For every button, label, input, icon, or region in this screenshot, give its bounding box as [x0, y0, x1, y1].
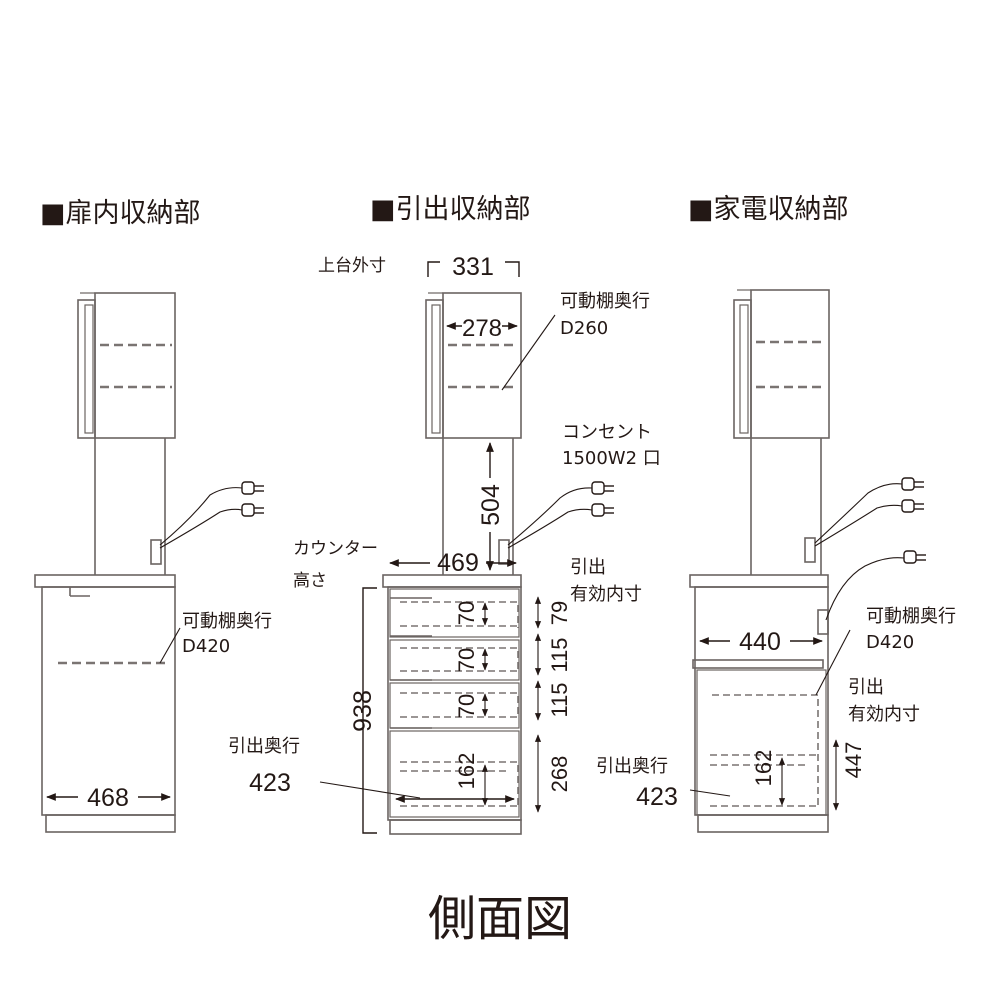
middle-shelf-depth: D260	[560, 318, 608, 339]
inner-value-4: 268	[547, 756, 572, 793]
leader-line	[501, 314, 556, 391]
total-height-value: 938	[349, 690, 377, 732]
drawer-height-1: 70	[454, 601, 479, 625]
title-door-storage: ■扉内収納部	[40, 198, 201, 229]
upper-gap-value: 504	[477, 484, 505, 526]
counter-label-2: 高さ	[293, 571, 327, 591]
inner-value-2: 115	[547, 637, 572, 672]
drawer-depth-label: 引出奥行	[228, 736, 300, 757]
right-cabinet	[689, 289, 830, 833]
middle-cabinet	[382, 292, 522, 835]
leader-line	[815, 629, 851, 696]
right-counter-depth: 440	[739, 628, 781, 656]
leader-line	[159, 627, 181, 664]
outlet-spec: 1500W2 口	[562, 448, 661, 469]
plug-icon	[507, 481, 614, 549]
title-drawer-storage: ■引出収納部	[370, 194, 531, 225]
left-cabinet	[34, 292, 176, 833]
counter-label-1: カウンター	[293, 539, 378, 559]
bracket-right	[505, 261, 520, 277]
counter-depth-value: 469	[437, 549, 479, 577]
drawer-height-2: 70	[454, 648, 479, 672]
right-drawer-height: 162	[751, 750, 776, 787]
plug-icon	[159, 481, 264, 549]
leader-line	[689, 789, 731, 797]
plug-icon	[825, 550, 926, 621]
caption-side-view: 側面図	[428, 891, 572, 947]
leader-line	[319, 781, 421, 799]
total-height-bracket	[362, 587, 377, 834]
right-drawer-depth-label: 引出奥行	[596, 756, 668, 777]
drawer-label-2: 有効内寸	[570, 584, 642, 605]
right-drawer-label-2: 有効内寸	[848, 704, 920, 725]
inner-value-1: 79	[547, 601, 572, 625]
right-shelf-depth: D420	[866, 632, 914, 653]
drawer-depth-value: 423	[249, 769, 291, 797]
top-outer-value: 331	[452, 253, 494, 281]
left-shelf-depth: D420	[182, 636, 230, 657]
right-drawer-label-1: 引出	[848, 677, 884, 698]
middle-shelf-label: 可動棚奥行	[560, 291, 650, 312]
bracket-left	[427, 261, 440, 277]
left-base-depth: 468	[87, 784, 129, 812]
shelf-inner-value: 278	[462, 315, 502, 342]
drawer-label-1: 引出	[570, 557, 606, 578]
drawer-height-4: 162	[454, 753, 479, 790]
plug-icon	[814, 477, 924, 547]
drawer-height-3: 70	[454, 694, 479, 718]
title-appliance-storage: ■家電収納部	[688, 194, 849, 225]
top-outer-label: 上台外寸	[318, 256, 386, 276]
right-drawer-depth-value: 423	[636, 783, 678, 811]
right-shelf-label: 可動棚奥行	[866, 606, 956, 627]
inner-value-3: 115	[547, 682, 572, 717]
outlet-label: コンセント	[562, 422, 652, 443]
right-inner-value: 447	[841, 742, 866, 779]
left-shelf-label: 可動棚奥行	[182, 611, 272, 632]
